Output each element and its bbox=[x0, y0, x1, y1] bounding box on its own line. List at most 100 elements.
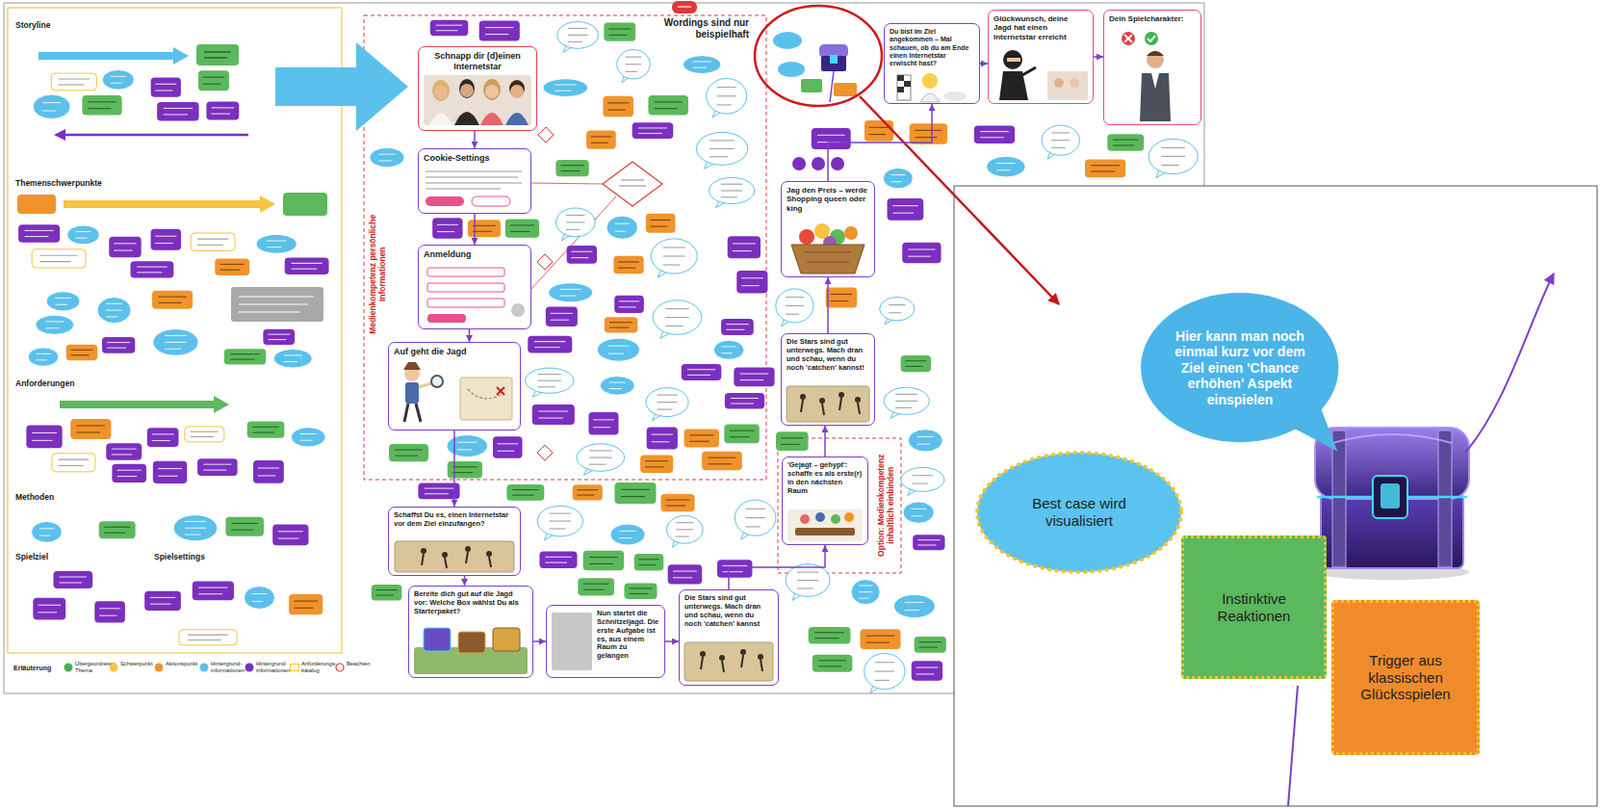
flow-arrow bbox=[533, 640, 546, 643]
background-box bbox=[129, 260, 174, 278]
info-bubble bbox=[446, 435, 488, 458]
info-bubble bbox=[273, 348, 312, 368]
speech-bubble bbox=[555, 207, 595, 241]
speech-bubble bbox=[1148, 138, 1198, 178]
legend-item: Beachten bbox=[335, 660, 389, 682]
background-box bbox=[151, 229, 182, 251]
speech-bubble bbox=[652, 300, 702, 339]
background-box bbox=[911, 660, 943, 681]
info-bubble bbox=[893, 593, 935, 618]
background-box bbox=[736, 270, 768, 294]
theme-box bbox=[647, 95, 689, 115]
note-text: Hier kann man noch einmal kurz vor dem Z… bbox=[1167, 328, 1313, 409]
speech-bubble bbox=[734, 499, 776, 540]
background-box bbox=[156, 102, 199, 121]
info-bubble bbox=[610, 523, 646, 545]
section-heading: Spielsettings bbox=[154, 552, 206, 563]
info-bubble bbox=[985, 155, 1026, 178]
background-box bbox=[974, 125, 1015, 144]
background-box bbox=[681, 363, 723, 381]
flow-arrow bbox=[453, 430, 456, 507]
background-box bbox=[724, 392, 765, 409]
background-box bbox=[262, 329, 295, 345]
speech-bubble bbox=[706, 77, 748, 118]
action-box: Trigger aus klassischen Glücksspielen bbox=[1331, 599, 1480, 755]
flow-arrow bbox=[728, 544, 826, 590]
section-heading: Storyline bbox=[15, 21, 51, 31]
legend-swatch bbox=[108, 662, 119, 672]
info-bubble bbox=[27, 347, 59, 366]
background-box bbox=[94, 600, 126, 622]
character-choice bbox=[1121, 31, 1171, 122]
section-heading: Themenschwerpunkte bbox=[15, 179, 103, 189]
requirement-box bbox=[190, 232, 235, 251]
action-box bbox=[288, 593, 323, 615]
theme-box bbox=[583, 550, 624, 571]
info-bubble bbox=[35, 314, 75, 335]
action-box bbox=[602, 96, 634, 118]
background-box bbox=[430, 20, 469, 37]
screen-frame: Du bist im Ziel angekommen – Mal schauen… bbox=[883, 23, 981, 104]
theme-box bbox=[224, 348, 266, 364]
login-form bbox=[427, 267, 525, 323]
loot-chest bbox=[1315, 427, 1470, 580]
background-box bbox=[567, 245, 597, 264]
speech-bubble: Hier kann man noch einmal kurz vor dem Z… bbox=[1137, 289, 1342, 445]
background-box bbox=[108, 236, 141, 259]
flow-arrow bbox=[473, 213, 476, 245]
info-bubble bbox=[596, 337, 640, 362]
shopping-basket bbox=[791, 223, 865, 274]
background-box bbox=[102, 336, 135, 354]
info-bubble bbox=[97, 297, 131, 324]
background-box bbox=[721, 318, 754, 336]
info-bubble bbox=[682, 55, 722, 75]
theme-box bbox=[577, 577, 615, 595]
hunter-cartoon bbox=[403, 361, 513, 422]
background-box bbox=[272, 523, 309, 545]
speech-bubble bbox=[883, 387, 930, 418]
background-box bbox=[646, 426, 678, 449]
action-box bbox=[152, 290, 193, 310]
legend-swatch bbox=[63, 662, 74, 672]
screen-frame: Cookie-Settings bbox=[417, 148, 532, 214]
mini-chest-cluster bbox=[773, 31, 857, 103]
theme-box bbox=[808, 626, 852, 645]
action-box bbox=[684, 428, 720, 447]
background-box bbox=[668, 564, 703, 584]
screen-frame: Anmeldung bbox=[417, 244, 532, 330]
speech-bubble bbox=[879, 296, 915, 324]
background-box bbox=[192, 580, 234, 600]
speech-bubble bbox=[1041, 125, 1080, 159]
frame-title: Schnapp dir (d)einen Internetstar bbox=[418, 47, 537, 74]
frame-title: Jag den Preis – werde Shopping queen ode… bbox=[781, 181, 875, 215]
theme-box bbox=[247, 421, 285, 439]
background-box bbox=[588, 412, 619, 436]
legend-item: Schwerpunkt bbox=[108, 660, 163, 682]
background-box bbox=[479, 21, 520, 42]
background-box bbox=[417, 483, 460, 500]
speech-bubble bbox=[864, 652, 905, 693]
info-bubble bbox=[882, 167, 913, 188]
flow-arrow bbox=[980, 62, 988, 65]
info-bubble bbox=[31, 521, 63, 543]
theme-box bbox=[225, 516, 264, 537]
screen-frame: Auf geht die Jagd bbox=[387, 341, 521, 431]
note-text: Best case wird visualisiert bbox=[1006, 494, 1152, 529]
note-text: Trigger aus klassischen Glücksspielen bbox=[1334, 651, 1477, 703]
cookie-form bbox=[425, 171, 522, 207]
frame-title: Schaffst Du es, einen Internetstar vor d… bbox=[388, 507, 520, 531]
background-box bbox=[153, 461, 187, 484]
theme-box bbox=[447, 461, 483, 479]
background-box bbox=[717, 559, 752, 578]
legend-text: Anforderungs-katalog bbox=[301, 660, 344, 673]
finish-figure bbox=[897, 73, 967, 103]
requirement-box bbox=[31, 249, 86, 268]
legend-swatch bbox=[154, 662, 164, 672]
frame-title: Die Stars sind gut unterwegs. Mach dran … bbox=[679, 590, 778, 630]
speech-bubble bbox=[557, 22, 599, 53]
result-frame: Glückwunsch, deine Jagd hat einen Intern… bbox=[987, 9, 1094, 104]
screen-frame: Schaffst Du es, einen Internetstar vor d… bbox=[387, 506, 521, 576]
theme-box bbox=[775, 431, 809, 451]
info-bubble bbox=[256, 233, 297, 254]
speech-bubble bbox=[775, 288, 814, 327]
